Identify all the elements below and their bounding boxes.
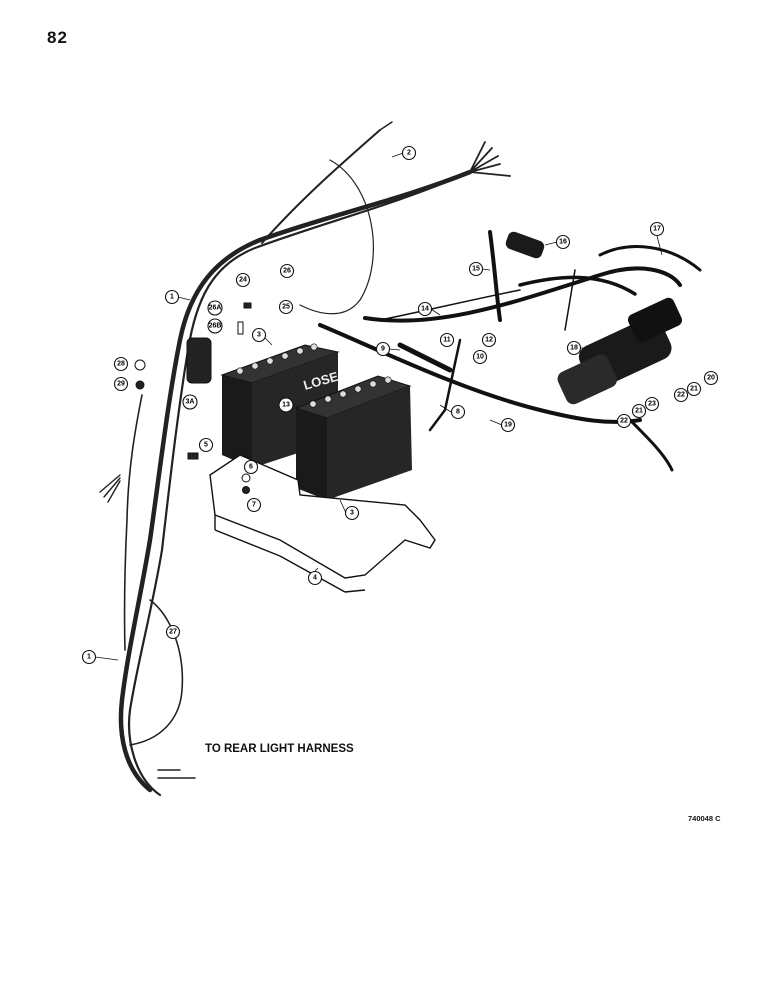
callout-11: 11	[439, 332, 455, 348]
svg-text:26: 26	[283, 268, 291, 275]
svg-text:21: 21	[635, 408, 643, 415]
callout-1-lower: 1	[81, 649, 97, 665]
callout-4: 4	[307, 570, 323, 586]
svg-text:21: 21	[690, 386, 698, 393]
solenoid	[505, 231, 545, 259]
callout-18: 18	[566, 340, 582, 356]
callout-7: 7	[246, 497, 262, 513]
callout-3A: 3A	[182, 394, 198, 410]
svg-text:14: 14	[421, 306, 429, 313]
callout-23: 23	[644, 396, 660, 412]
svg-text:26B: 26B	[209, 323, 222, 330]
callout-6: 6	[243, 459, 259, 475]
callout-22-left: 22	[616, 413, 632, 429]
page-number: 82	[47, 28, 68, 47]
svg-text:1: 1	[170, 294, 174, 301]
callout-2: 2	[401, 145, 417, 161]
callout-21-right: 21	[686, 381, 702, 397]
svg-text:6: 6	[249, 464, 253, 471]
battery-cables	[318, 230, 702, 472]
callout-24: 24	[235, 272, 251, 288]
svg-text:29: 29	[117, 381, 125, 388]
callout-3-lower: 3	[344, 505, 360, 521]
svg-text:3A: 3A	[186, 399, 195, 406]
svg-text:4: 4	[313, 575, 317, 582]
svg-text:15: 15	[472, 266, 480, 273]
svg-text:9: 9	[381, 346, 385, 353]
callout-22-right: 22	[673, 387, 689, 403]
callout-1: 1	[164, 289, 180, 305]
svg-text:28: 28	[117, 361, 125, 368]
svg-text:1: 1	[87, 654, 91, 661]
main-harness	[99, 121, 511, 797]
svg-text:20: 20	[707, 375, 715, 382]
callout-8: 8	[450, 404, 466, 420]
svg-text:11: 11	[443, 337, 451, 344]
svg-text:27: 27	[169, 629, 177, 636]
callout-10: 10	[472, 349, 488, 365]
hardware	[134, 302, 252, 494]
callout-3-upper: 3	[251, 327, 267, 343]
svg-text:5: 5	[204, 442, 208, 449]
callout-21-left: 21	[631, 403, 647, 419]
svg-text:13: 13	[282, 402, 290, 409]
battery-tray	[209, 454, 436, 593]
svg-text:18: 18	[570, 345, 578, 352]
callout-26A: 26A	[207, 300, 223, 316]
callout-9: 9	[375, 341, 391, 357]
svg-text:26A: 26A	[209, 305, 222, 312]
callout-15: 15	[468, 261, 484, 277]
svg-text:8: 8	[456, 409, 460, 416]
callout-29: 29	[113, 376, 129, 392]
svg-text:24: 24	[239, 277, 247, 284]
callout-12: 12	[481, 332, 497, 348]
svg-text:25: 25	[282, 304, 290, 311]
svg-text:22: 22	[677, 392, 685, 399]
starter-motor	[557, 297, 683, 405]
callout-20: 20	[703, 370, 719, 386]
callout-26B: 26B	[207, 318, 223, 334]
callout-27: 27	[165, 624, 181, 640]
svg-text:3: 3	[350, 510, 354, 517]
callout-25: 25	[278, 299, 294, 315]
svg-text:16: 16	[559, 239, 567, 246]
callout-13: 13	[278, 397, 294, 413]
svg-text:3: 3	[257, 332, 261, 339]
svg-text:17: 17	[653, 226, 661, 233]
svg-text:10: 10	[476, 354, 484, 361]
callout-26: 26	[279, 263, 295, 279]
svg-text:19: 19	[504, 422, 512, 429]
svg-text:22: 22	[620, 418, 628, 425]
callout-28: 28	[113, 356, 129, 372]
battery-right	[294, 375, 412, 500]
svg-text:2: 2	[407, 150, 411, 157]
leader-lines	[94, 152, 663, 661]
callout-5: 5	[198, 437, 214, 453]
svg-text:12: 12	[485, 337, 493, 344]
figure-code: 740048 C	[688, 814, 721, 823]
callout-14: 14	[417, 301, 433, 317]
rear-light-harness-caption: TO REAR LIGHT HARNESS	[205, 743, 354, 755]
svg-text:7: 7	[252, 502, 256, 509]
callout-19: 19	[500, 417, 516, 433]
callout-16: 16	[555, 234, 571, 250]
callout-17: 17	[649, 221, 665, 237]
svg-text:23: 23	[648, 401, 656, 408]
